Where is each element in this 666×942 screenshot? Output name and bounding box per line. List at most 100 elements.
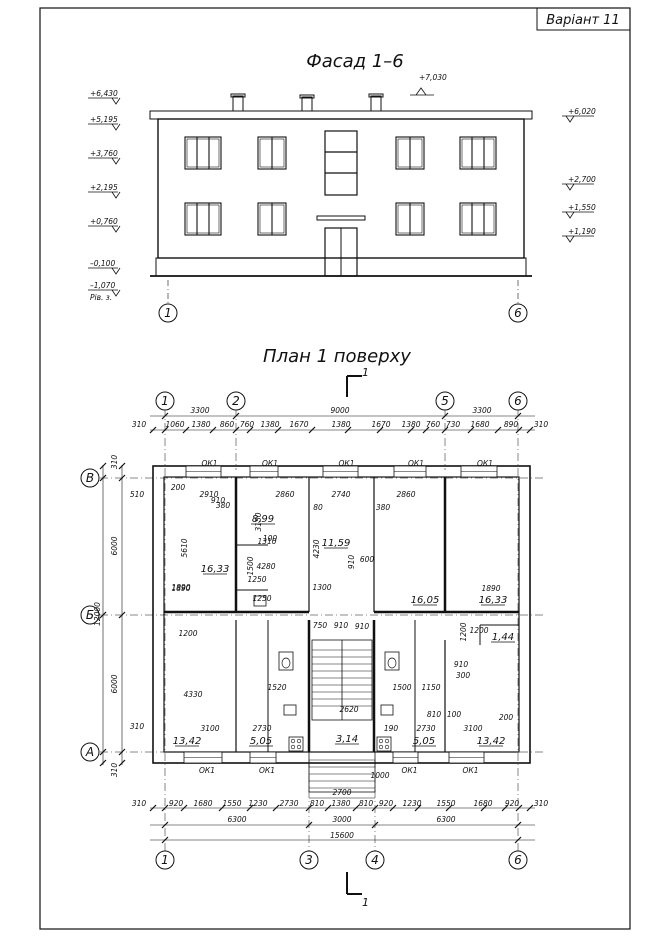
stove-burner bbox=[384, 738, 390, 744]
level-right-label: +6,020 bbox=[568, 107, 596, 116]
inner-dim: 2620 bbox=[339, 705, 358, 714]
row-axis-V: В bbox=[86, 471, 94, 485]
room-area: 16,05 bbox=[411, 595, 440, 606]
top-axis-dim: 3300 bbox=[190, 406, 209, 415]
left-dim: 510 bbox=[130, 490, 145, 499]
dim-tick bbox=[414, 804, 422, 812]
dim-tick bbox=[118, 474, 126, 482]
facade-axis-1-label: 1 bbox=[164, 306, 172, 320]
facade-window bbox=[459, 136, 497, 170]
bottom-detail-dim: 810 bbox=[359, 799, 374, 808]
room-area: 5,05 bbox=[250, 736, 272, 747]
variant-label: Варіант 11 bbox=[546, 13, 619, 28]
stove bbox=[288, 736, 304, 752]
dim-tick bbox=[480, 804, 488, 812]
row-axis-A: А bbox=[85, 745, 94, 759]
sink bbox=[380, 704, 394, 716]
dim-tick bbox=[161, 804, 169, 812]
dim-tick bbox=[180, 804, 188, 812]
level-right-mark bbox=[562, 115, 594, 123]
overall-width-dimension: 15600 bbox=[330, 831, 354, 840]
sink bbox=[283, 704, 297, 716]
inner-dim: 3100 bbox=[200, 724, 219, 733]
top-detail-dim: 1670 bbox=[371, 420, 390, 429]
inner-dim: 910 bbox=[211, 496, 226, 505]
inner-dim: 4280 bbox=[256, 562, 275, 571]
level-left-mark bbox=[88, 289, 121, 297]
stove-burner bbox=[378, 738, 384, 744]
inner-dim: 1000 bbox=[370, 771, 389, 780]
dim-tick bbox=[344, 426, 352, 434]
top-detail-dim: 1380 bbox=[191, 420, 210, 429]
inner-dim: 1200 bbox=[459, 622, 468, 641]
dim-tick bbox=[371, 804, 379, 812]
dim-tick bbox=[149, 426, 157, 434]
bottom-detail-dim: 310 bbox=[534, 799, 549, 808]
bottom-detail-dim: 1550 bbox=[436, 799, 455, 808]
inner-dim: 80 bbox=[313, 503, 323, 512]
inner-dim: 380 bbox=[376, 503, 391, 512]
level-right-label: +1,190 bbox=[568, 227, 596, 236]
facade-title: Фасад 1–6 bbox=[306, 51, 404, 72]
bottom-detail-dim: 920 bbox=[379, 799, 394, 808]
top-detail-dim: 310 bbox=[132, 420, 147, 429]
dim-tick bbox=[526, 426, 534, 434]
inner-dim: 1890 bbox=[171, 584, 190, 593]
level-left-label: +5,195 bbox=[90, 115, 118, 124]
left-dim: 6000 bbox=[110, 674, 119, 693]
inner-dim: 1250 bbox=[247, 575, 266, 584]
dim-tick bbox=[218, 804, 226, 812]
inner-dim: 1890 bbox=[481, 584, 500, 593]
dim-tick bbox=[161, 836, 169, 844]
top-detail-dim: 760 bbox=[240, 420, 255, 429]
dim-tick bbox=[324, 804, 332, 812]
bottom-detail-dim: 310 bbox=[132, 799, 147, 808]
bottom-detail-dim: 810 bbox=[310, 799, 325, 808]
window-mark-bottom: ОК1 bbox=[259, 766, 275, 775]
inner-dim: 2860 bbox=[275, 490, 294, 499]
dim-tick bbox=[272, 804, 280, 812]
top-detail-dim: 890 bbox=[504, 420, 519, 429]
top-detail-dim: 1680 bbox=[470, 420, 489, 429]
room-area: 16,33 bbox=[479, 595, 508, 606]
inner-dim: 2910 bbox=[199, 490, 218, 499]
dim-tick bbox=[407, 426, 415, 434]
dim-tick bbox=[118, 759, 126, 767]
dim-tick bbox=[246, 804, 254, 812]
bottom-detail-dim: 1230 bbox=[248, 799, 267, 808]
bottom-axes: 1 3 4 6 bbox=[155, 850, 528, 870]
window-mark-bottom: ОК1 bbox=[463, 766, 479, 775]
dim-tick bbox=[515, 426, 523, 434]
dim-tick bbox=[99, 611, 107, 619]
level-left-label: +3,760 bbox=[90, 149, 118, 158]
level-left-label: –0,100 bbox=[90, 259, 115, 268]
top-axes: 1 2 5 6 bbox=[155, 391, 528, 411]
facade-building bbox=[149, 93, 533, 277]
dim-tick bbox=[305, 804, 313, 812]
dim-tick bbox=[494, 426, 502, 434]
room-area: 13,42 bbox=[173, 736, 202, 747]
dim-tick bbox=[352, 804, 360, 812]
inner-dim: 100 bbox=[263, 534, 278, 543]
level-left-label: +6,430 bbox=[90, 89, 118, 98]
dim-tick bbox=[445, 804, 453, 812]
dim-tick bbox=[232, 426, 240, 434]
left-dim: 12000 bbox=[93, 602, 102, 626]
dim-tick bbox=[99, 748, 107, 756]
inner-dim: 750 bbox=[313, 621, 328, 630]
inner-dim: 1500 bbox=[392, 683, 411, 692]
stove-burner bbox=[290, 744, 296, 750]
row-axis-B: Б bbox=[86, 608, 94, 622]
inner-dim: 190 bbox=[384, 724, 399, 733]
facade-axis-6-label: 6 bbox=[514, 306, 522, 320]
inner-dim: 5610 bbox=[180, 538, 189, 557]
dim-tick bbox=[118, 462, 126, 470]
dim-tick bbox=[161, 426, 169, 434]
roof-level-label: +7,030 bbox=[419, 73, 447, 82]
